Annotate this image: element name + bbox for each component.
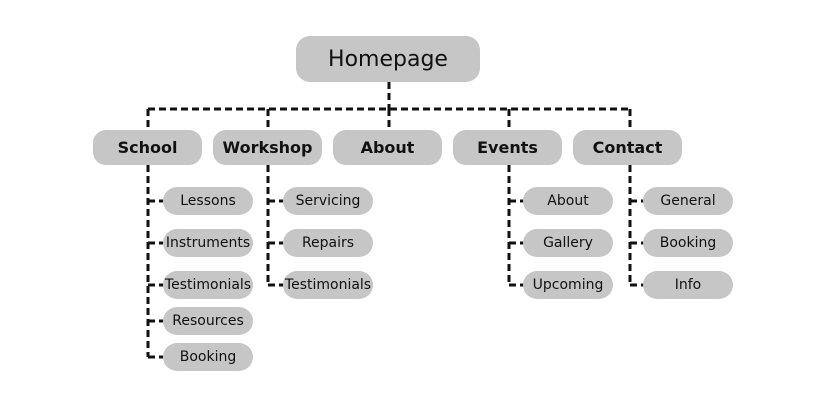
section-node-about: About — [333, 130, 442, 165]
section-node-school: School — [93, 130, 202, 165]
page-node-gallery: Gallery — [523, 229, 613, 257]
page-node-testimonials-2: Testimonials — [283, 271, 373, 299]
page-node-testimonials: Testimonials — [163, 271, 253, 299]
page-node-repairs: Repairs — [283, 229, 373, 257]
root-node-homepage: Homepage — [296, 36, 480, 82]
page-node-general: General — [643, 187, 733, 215]
page-node-servicing: Servicing — [283, 187, 373, 215]
page-node-info: Info — [643, 271, 733, 299]
page-node-instruments: Instruments — [163, 229, 253, 257]
page-node-booking: Booking — [163, 343, 253, 371]
page-node-lessons: Lessons — [163, 187, 253, 215]
page-node-about-events: About — [523, 187, 613, 215]
page-node-resources: Resources — [163, 307, 253, 335]
page-node-upcoming: Upcoming — [523, 271, 613, 299]
page-node-booking-contact: Booking — [643, 229, 733, 257]
section-node-contact: Contact — [573, 130, 682, 165]
section-node-workshop: Workshop — [213, 130, 322, 165]
section-node-events: Events — [453, 130, 562, 165]
